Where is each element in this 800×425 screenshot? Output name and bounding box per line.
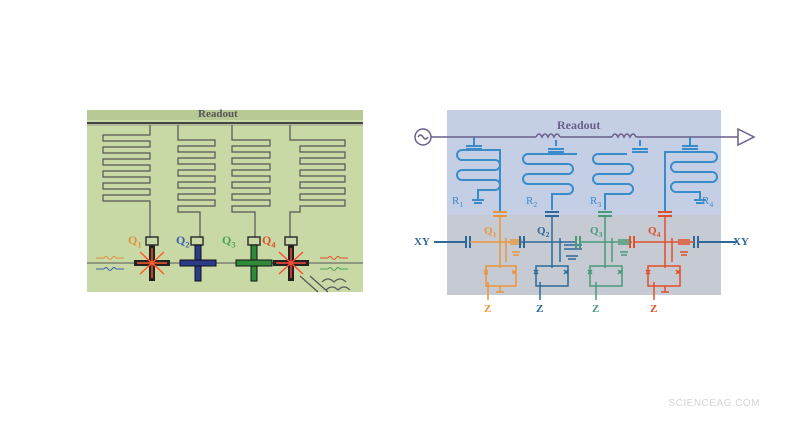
xy-drive-label-right: XY (733, 236, 749, 248)
resonators (456, 137, 718, 212)
z-flux-label-1: Z (484, 303, 492, 315)
qubit-circuit-4 (634, 216, 694, 300)
chip-micrograph-panel (87, 110, 363, 293)
resonator-label-3: R3 (590, 195, 602, 210)
chip-drive-wave-left (96, 256, 124, 271)
chip-readout-label: Readout (198, 108, 238, 120)
watermark: SCIENCEAG.COM (668, 398, 760, 409)
qubit-label-1: Q1 (484, 225, 497, 240)
readout-line (414, 127, 756, 147)
qubit-label-4: Q4 (648, 225, 661, 240)
chip-qubit-label-1: Q1 (128, 233, 142, 250)
chip-resonator-3 (231, 125, 271, 238)
chip-qubit-label-2: Q2 (176, 233, 190, 250)
qubit-region (447, 215, 721, 295)
qubit-label-3: Q3 (590, 225, 603, 240)
chip-qubit-4 (273, 236, 309, 281)
z-flux-label-2: Z (536, 303, 544, 315)
z-flux-label-4: Z (650, 303, 658, 315)
chip-qubit-3 (235, 236, 273, 282)
resonator-label-2: R2 (526, 195, 538, 210)
qubit-circuit-3 (580, 216, 632, 300)
resonator-label-1: R1 (452, 195, 464, 210)
chip-resonator-4 (289, 125, 346, 238)
qubit-label-2: Q2 (537, 225, 550, 240)
chip-resonator-2 (177, 125, 216, 238)
schematic-readout-label: Readout (557, 118, 601, 132)
chip-qubit-2 (179, 236, 217, 282)
chip-resonator-1 (102, 125, 151, 238)
chip-qubit-label-4: Q4 (262, 233, 276, 250)
qubit-couplers (519, 236, 635, 248)
chip-flux-line (299, 275, 351, 293)
circuit-schematic-panel (414, 110, 756, 300)
chip-drive-wave-right (320, 256, 348, 271)
chip-qubit-1 (134, 236, 170, 281)
qubit-circuit-2 (520, 216, 582, 300)
resonator-label-4: R4 (702, 195, 714, 210)
xy-drive-label-left: XY (414, 236, 430, 248)
qubit-circuit-1 (470, 216, 522, 300)
z-flux-label-3: Z (592, 303, 600, 315)
output-arrow-icon (737, 127, 756, 147)
chip-qubit-label-3: Q3 (222, 233, 236, 250)
